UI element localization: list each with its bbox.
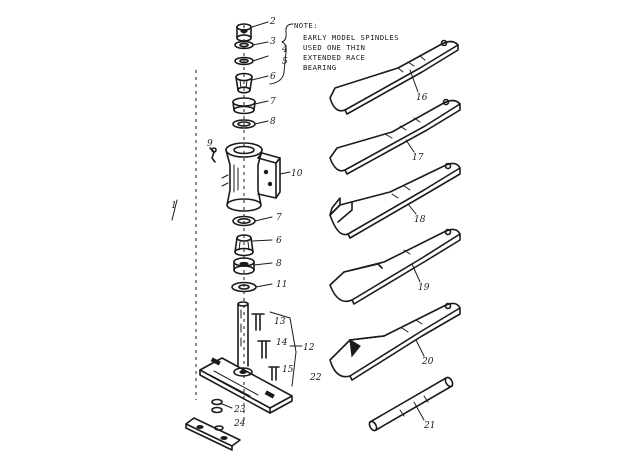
part-label-1: 1 bbox=[171, 201, 177, 211]
bolt-group-bracket bbox=[269, 311, 303, 387]
top-nut bbox=[236, 23, 252, 42]
part-label-4: 4 bbox=[281, 45, 288, 55]
part-label-14: 14 bbox=[276, 338, 288, 348]
note-line-1: NOTE: bbox=[294, 21, 318, 30]
blade-mount-plate bbox=[199, 357, 293, 414]
part-label-6b: 6 bbox=[276, 236, 282, 246]
part-label-24: 24 bbox=[233, 419, 246, 429]
blade-17 bbox=[329, 98, 461, 175]
part-label-6: 6 bbox=[270, 72, 276, 82]
upper-cone-bearing bbox=[235, 72, 253, 94]
note-block: NOTE: EARLY MODEL SPINDLES USED ONE THIN… bbox=[294, 21, 399, 72]
part-number-labels: 1 2 3 4 5 6 7 8 9 10 7 6 8 11 12 13 14 1… bbox=[171, 17, 435, 431]
part-label-7b: 7 bbox=[276, 213, 282, 223]
blade-19 bbox=[329, 228, 461, 305]
part-label-11: 11 bbox=[276, 280, 287, 290]
note-brace bbox=[269, 23, 294, 85]
stiffener-bar bbox=[185, 417, 241, 451]
part-label-18: 18 bbox=[414, 215, 426, 225]
part-label-22: 22 bbox=[309, 373, 322, 383]
part-label-5: 5 bbox=[282, 57, 288, 67]
part-label-23: 23 bbox=[233, 405, 246, 415]
part-label-8b: 8 bbox=[276, 259, 282, 269]
blade-16 bbox=[329, 39, 459, 115]
note-line-4: EXTENDED RACE bbox=[303, 53, 365, 62]
grease-fitting bbox=[209, 147, 217, 163]
leader-lines bbox=[221, 21, 291, 409]
note-line-3: USED ONE THIN bbox=[303, 43, 365, 52]
left-brace-line bbox=[171, 199, 178, 221]
tube-21 bbox=[368, 376, 454, 432]
mount-bolts bbox=[251, 313, 280, 381]
spindle-housing bbox=[221, 142, 281, 212]
blade-18 bbox=[329, 162, 461, 239]
part-label-10: 10 bbox=[291, 169, 303, 179]
note-line-5: BEARING bbox=[303, 63, 337, 72]
part-label-2: 2 bbox=[269, 17, 276, 27]
lower-bearing-cup bbox=[233, 257, 255, 275]
part-label-13: 13 bbox=[274, 317, 286, 327]
blade-20 bbox=[329, 302, 461, 381]
part-label-16: 16 bbox=[416, 93, 428, 103]
part-label-20: 20 bbox=[421, 357, 434, 367]
lower-cone-bearing bbox=[234, 234, 254, 257]
part-label-17: 17 bbox=[412, 153, 424, 163]
note-line-2: EARLY MODEL SPINDLES bbox=[303, 33, 399, 42]
part-label-3: 3 bbox=[270, 37, 276, 47]
part-label-15: 15 bbox=[282, 365, 294, 375]
part-label-12: 12 bbox=[303, 343, 315, 353]
part-label-21: 21 bbox=[423, 421, 435, 431]
spindle-shaft bbox=[237, 301, 249, 367]
part-label-7: 7 bbox=[270, 97, 276, 107]
part-label-9: 9 bbox=[207, 139, 213, 149]
part-label-8: 8 bbox=[270, 117, 276, 127]
upper-bearing-cup bbox=[232, 97, 256, 115]
lower-lock-washers bbox=[211, 398, 224, 431]
part-label-19: 19 bbox=[418, 283, 430, 293]
